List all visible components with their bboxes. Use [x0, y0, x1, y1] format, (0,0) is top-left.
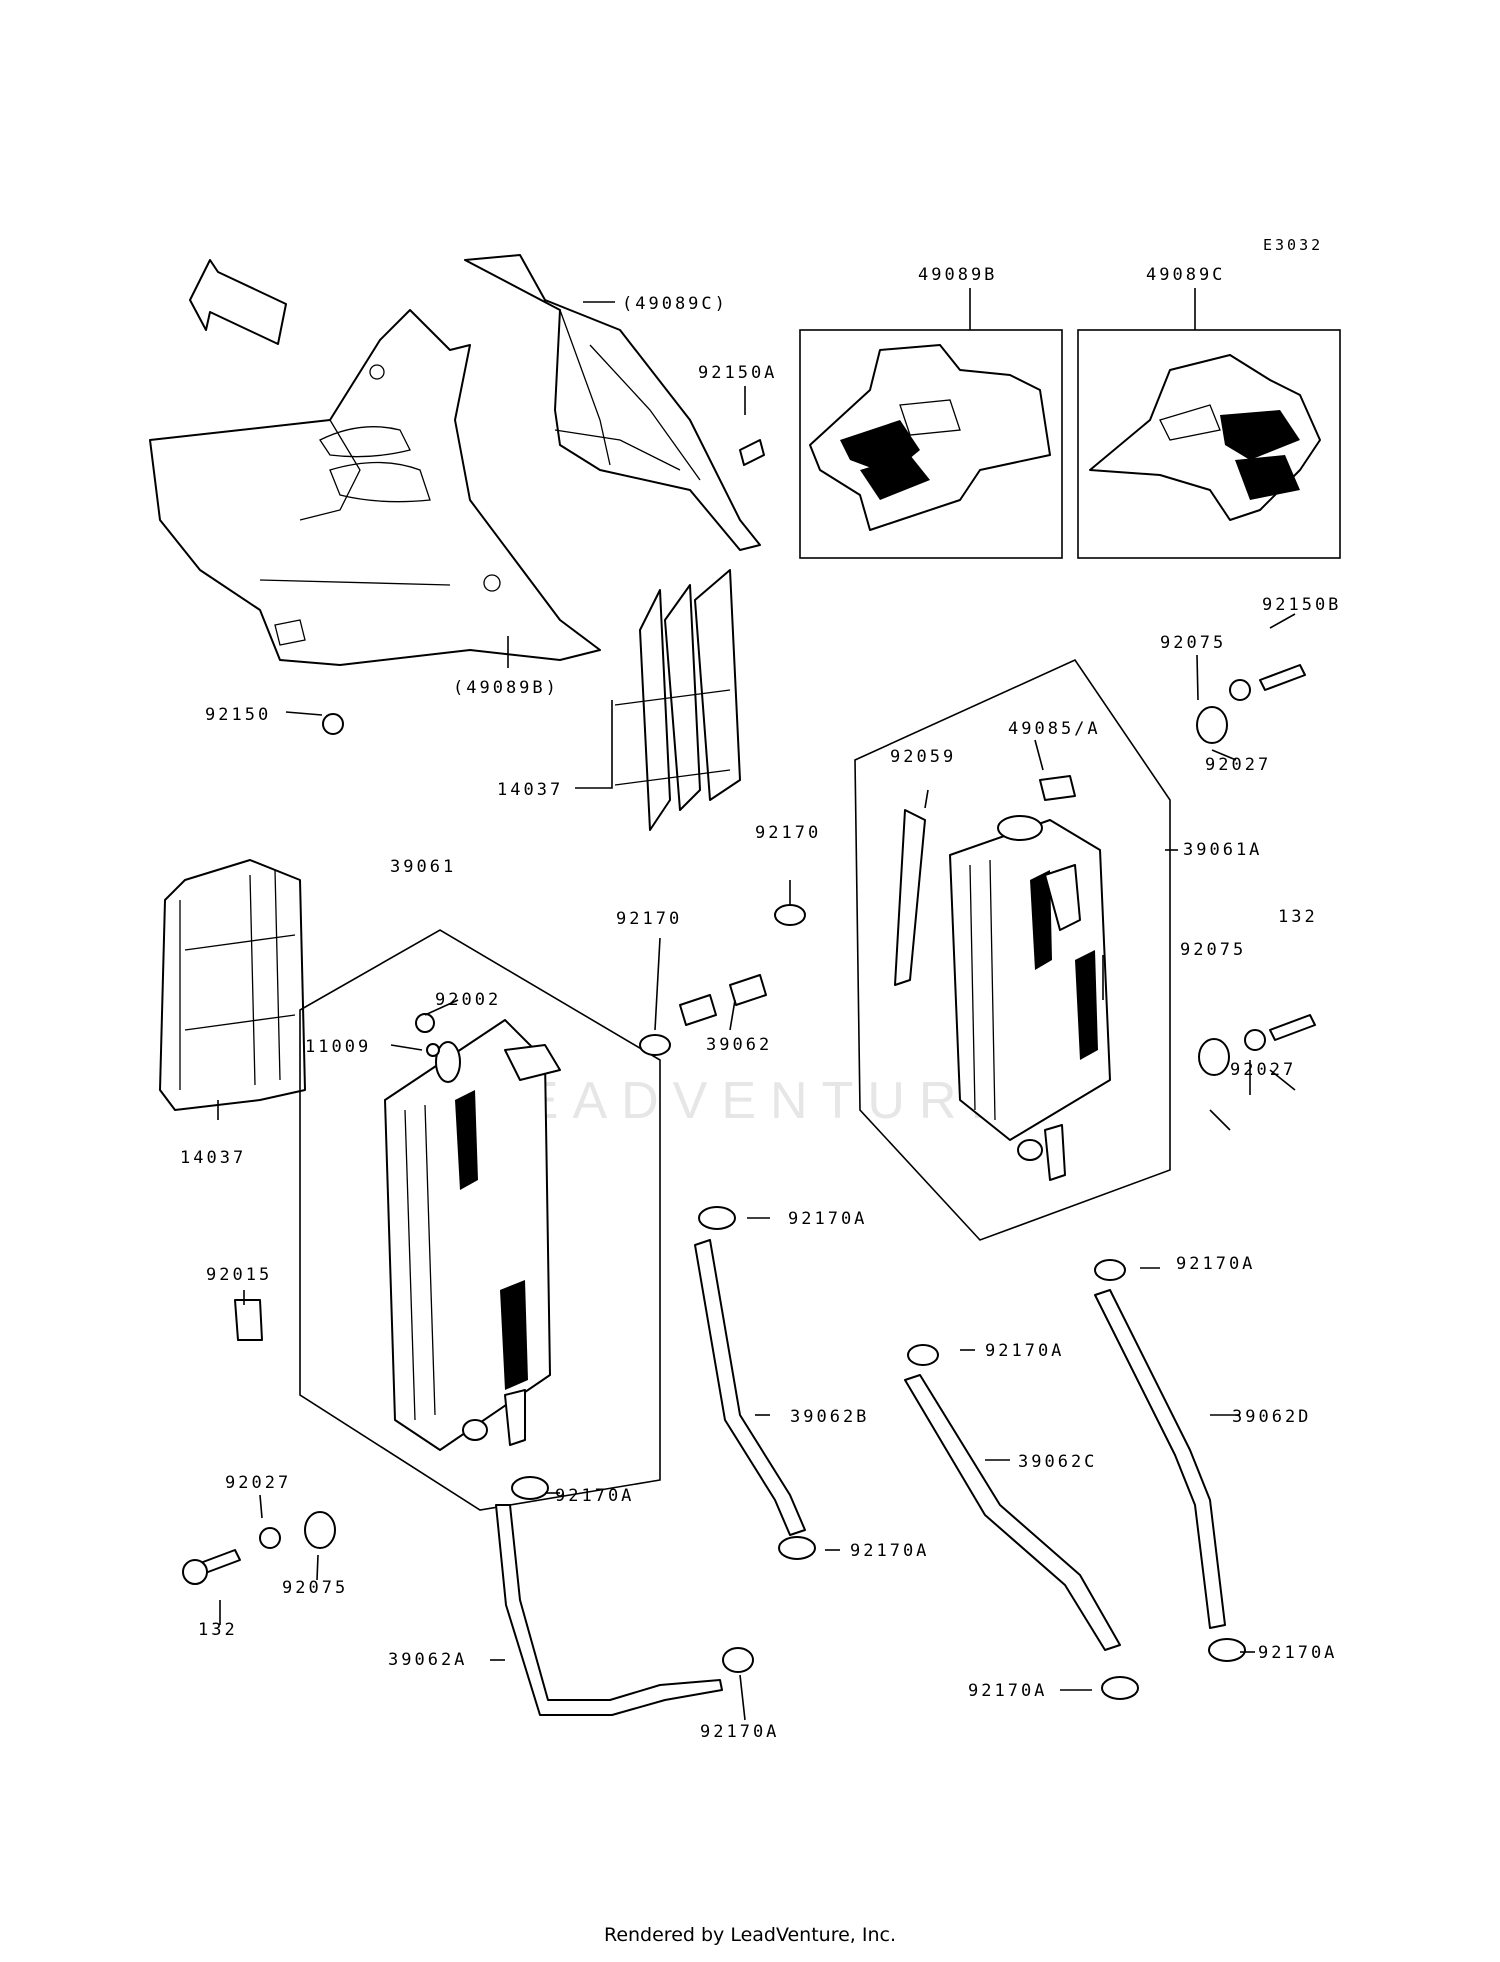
front-arrow-icon: FRONT	[189, 259, 287, 345]
part-labels: (49089C) 92150A 49089B 49089C (49089B) 9…	[180, 265, 1341, 1742]
part-label: 92075	[1180, 940, 1246, 960]
hoses	[495, 1239, 1226, 1716]
small-parts	[182, 439, 1316, 1700]
part-label: 92170	[616, 909, 682, 929]
part-label: 92170A	[700, 1722, 779, 1742]
part-label: 92170A	[555, 1486, 634, 1506]
part-label: 92015	[206, 1265, 272, 1285]
part-label: 92150A	[698, 363, 777, 383]
part-label: 92170A	[1258, 1643, 1337, 1663]
leader-lines	[217, 288, 1296, 1721]
part-label: 39062C	[1018, 1452, 1097, 1472]
part-label: 92150	[205, 705, 271, 725]
left-radiator	[299, 929, 661, 1511]
part-label: 92170A	[1176, 1254, 1255, 1274]
part-label: 39062A	[388, 1650, 467, 1670]
radiator-guard-lower	[159, 859, 306, 1111]
part-label: 39062	[706, 1035, 772, 1055]
part-label: 132	[198, 1620, 238, 1640]
part-label: 92075	[282, 1578, 348, 1598]
part-label: 92170A	[968, 1681, 1047, 1701]
right-radiator-shroud	[464, 254, 761, 551]
part-label: 14037	[497, 780, 563, 800]
part-label: (49089B)	[453, 678, 559, 698]
part-label: 92170A	[985, 1341, 1064, 1361]
part-label: 92027	[1230, 1060, 1296, 1080]
part-label: 49089C	[1146, 265, 1225, 285]
part-label: 39061	[390, 857, 456, 877]
part-label: 92170	[755, 823, 821, 843]
part-label: 132	[1278, 907, 1318, 927]
right-radiator	[854, 658, 1171, 1241]
part-label: 39062B	[790, 1407, 869, 1427]
part-label: 49085/A	[1008, 719, 1101, 739]
part-label: 92170A	[788, 1209, 867, 1229]
part-label: 11009	[305, 1037, 371, 1057]
part-label: 49089B	[918, 265, 997, 285]
part-label: 92150B	[1262, 595, 1341, 615]
left-radiator-shroud	[149, 309, 601, 666]
part-label: 92027	[225, 1473, 291, 1493]
part-label: 39062D	[1232, 1407, 1311, 1427]
footer-credit: Rendered by LeadVenture, Inc.	[603, 1924, 897, 1946]
radiator-guard-upper	[614, 569, 741, 831]
watermark: LEADVENTURE	[481, 1072, 1019, 1130]
diagram-code: E3032	[1263, 236, 1324, 254]
part-label: 92002	[435, 990, 501, 1010]
part-label: 39061A	[1183, 840, 1262, 860]
decal-49089b-box	[799, 329, 1063, 559]
part-label: 92027	[1205, 755, 1271, 775]
part-label: 92059	[890, 747, 956, 767]
decal-49089c-box	[1077, 329, 1341, 559]
part-label: 14037	[180, 1148, 246, 1168]
part-label: 92170A	[850, 1541, 929, 1561]
part-label: (49089C)	[622, 294, 728, 314]
part-label: 92075	[1160, 633, 1226, 653]
